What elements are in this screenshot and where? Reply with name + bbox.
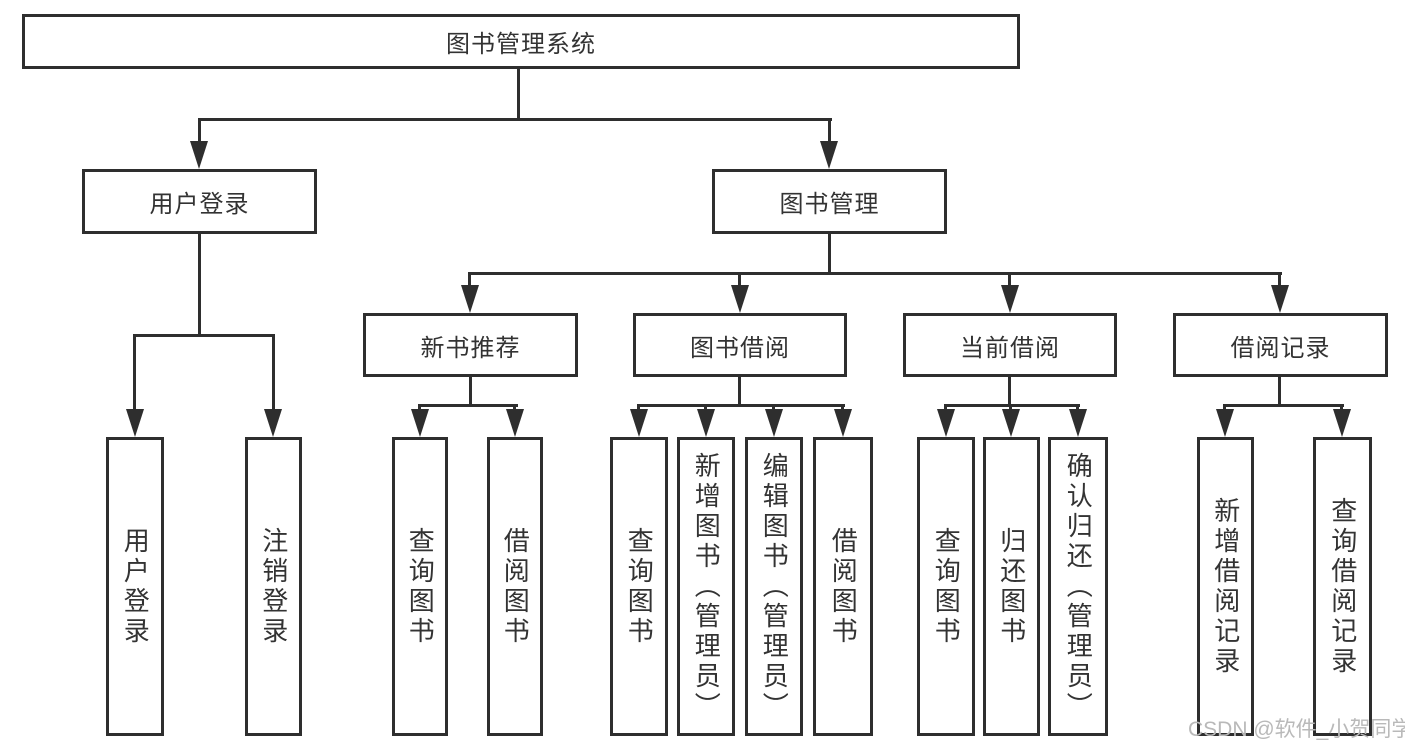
node-label: 新书推荐 [420, 334, 521, 362]
leaf-br-add-record: 新增借阅记录 [1197, 437, 1254, 736]
node-borrow-records: 借阅记录 [1173, 313, 1388, 377]
connector-stub-user-login [198, 118, 201, 144]
arrowhead-bb-edit [765, 409, 783, 437]
arrowhead-book-management [820, 141, 838, 169]
connector-borrow-records-split [1223, 404, 1344, 407]
node-label: 用户登录 [149, 191, 250, 218]
leaf-label: 查询图书 [931, 526, 962, 647]
leaf-label: 用户登录 [120, 526, 151, 647]
leaf-bb-borrow-books: 借阅图书 [813, 437, 873, 736]
leaf-label: 查询图书 [405, 526, 436, 647]
node-label: 图书管理系统 [446, 31, 596, 58]
leaf-label: 查询图书 [624, 526, 655, 647]
connector-book-borrow-split [637, 404, 845, 407]
arrowhead-current-borrow [1001, 285, 1019, 313]
connector-current-borrow-drop [1008, 376, 1011, 407]
connector-new-book-drop [469, 376, 472, 407]
leaf-label: 新增图书（管理员） [691, 451, 722, 722]
leaf-bb-query-books: 查询图书 [610, 437, 668, 736]
connector-stub-leaf-logout [272, 334, 275, 414]
connector-borrow-records-drop [1278, 376, 1281, 407]
leaf-label: 新增借阅记录 [1210, 496, 1241, 677]
arrowhead-br-query [1333, 409, 1351, 437]
leaf-cb-confirm-return-admin: 确认归还（管理员） [1048, 437, 1108, 736]
arrowhead-bb-query [630, 409, 648, 437]
arrowhead-bb-borrow [834, 409, 852, 437]
node-label: 借阅记录 [1230, 334, 1331, 362]
leaf-label: 注销登录 [258, 526, 289, 647]
node-user-login-group: 用户登录 [82, 169, 317, 234]
connector-root-split [198, 118, 832, 121]
connector-stub-book-management [828, 118, 831, 144]
leaf-cb-return-books: 归还图书 [983, 437, 1040, 736]
leaf-logout: 注销登录 [245, 437, 302, 736]
node-book-management: 图书管理 [712, 169, 947, 234]
leaf-bb-add-books-admin: 新增图书（管理员） [677, 437, 735, 736]
arrowhead-book-borrow [731, 285, 749, 313]
leaf-cb-query-books: 查询图书 [917, 437, 975, 736]
arrowhead-leaf-user-login [126, 409, 144, 437]
csdn-watermark: CSDN @软件_小贺同学 [1188, 718, 1405, 741]
arrowhead-cb-return [1002, 409, 1020, 437]
node-label: 当前借阅 [960, 334, 1060, 362]
arrowhead-br-add [1216, 409, 1234, 437]
leaf-user-login: 用户登录 [106, 437, 164, 736]
arrowhead-nb-borrow [506, 409, 524, 437]
node-label: 图书管理 [779, 191, 880, 218]
leaf-label: 借阅图书 [500, 526, 531, 647]
leaf-nb-query-books: 查询图书 [392, 437, 448, 736]
node-book-borrow: 图书借阅 [633, 313, 847, 377]
leaf-label: 查询借阅记录 [1327, 496, 1358, 677]
node-label: 图书借阅 [690, 334, 790, 362]
connector-book-management-drop [828, 234, 831, 275]
arrowhead-cb-query [937, 409, 955, 437]
arrowhead-leaf-logout [264, 409, 282, 437]
arrowhead-bb-add [697, 409, 715, 437]
leaf-label: 归还图书 [996, 526, 1027, 647]
leaf-label: 确认归还（管理员） [1063, 451, 1094, 722]
connector-root-drop [517, 69, 520, 121]
connector-book-borrow-drop [738, 376, 741, 407]
arrowhead-cb-confirm [1069, 409, 1087, 437]
leaf-bb-edit-books-admin: 编辑图书（管理员） [745, 437, 803, 736]
leaf-br-query-record: 查询借阅记录 [1313, 437, 1372, 736]
connector-stub-leaf-user-login [133, 334, 136, 414]
connector-book-management-split [468, 272, 1282, 275]
arrowhead-new-book [461, 285, 479, 313]
node-library-management-system: 图书管理系统 [22, 14, 1020, 69]
node-new-book-recommend: 新书推荐 [363, 313, 578, 377]
arrowhead-nb-query [411, 409, 429, 437]
connector-new-book-split [418, 404, 518, 407]
connector-user-login-split [133, 334, 275, 337]
connector-stub-book-borrow [738, 272, 741, 290]
connector-stub-current-borrow [1008, 272, 1011, 290]
connector-stub-new-book [468, 272, 471, 290]
leaf-nb-borrow-books: 借阅图书 [487, 437, 543, 736]
connector-stub-borrow-records [1278, 272, 1281, 290]
arrowhead-borrow-records [1271, 285, 1289, 313]
connector-current-borrow-split [944, 404, 1080, 407]
connector-user-login-drop [198, 233, 201, 337]
leaf-label: 编辑图书（管理员） [759, 451, 790, 722]
leaf-label: 借阅图书 [828, 526, 859, 647]
node-current-borrow: 当前借阅 [903, 313, 1117, 377]
arrowhead-user-login [190, 141, 208, 169]
